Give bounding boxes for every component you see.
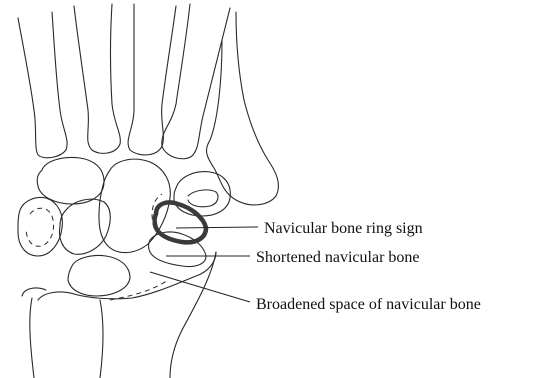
radius-bone [38, 252, 216, 300]
metacarpal-bones [18, 4, 278, 205]
carpal-left-upper [37, 158, 104, 205]
carpal-pisiform-outline [26, 208, 54, 246]
label-broadened: Broadened space of navicular bone [256, 296, 481, 313]
carpal-trapezium [174, 172, 230, 216]
metacarpal-2 [74, 4, 120, 153]
forearm-bones [22, 252, 216, 378]
radius-shaft [100, 300, 103, 378]
metacarpal-3 [128, 4, 176, 155]
metacarpal-5 [207, 12, 279, 205]
carpal-pisiform [18, 198, 62, 257]
label-shortened: Shortened navicular bone [256, 249, 420, 266]
carpal-lunate [60, 199, 111, 254]
metacarpal-4 [162, 4, 230, 159]
metacarpal-1 [18, 12, 67, 158]
carpal-lower [68, 255, 130, 296]
ulna-bone [30, 298, 34, 378]
leader-ring-sign [176, 227, 258, 228]
radius-shaft-right [170, 252, 216, 378]
navicular-bone [149, 232, 207, 267]
label-ring-sign: Navicular bone ring sign [264, 220, 423, 237]
ulna-head [22, 288, 46, 296]
carpal-trapezium-inner [188, 190, 218, 207]
leader-broadened [150, 272, 250, 302]
